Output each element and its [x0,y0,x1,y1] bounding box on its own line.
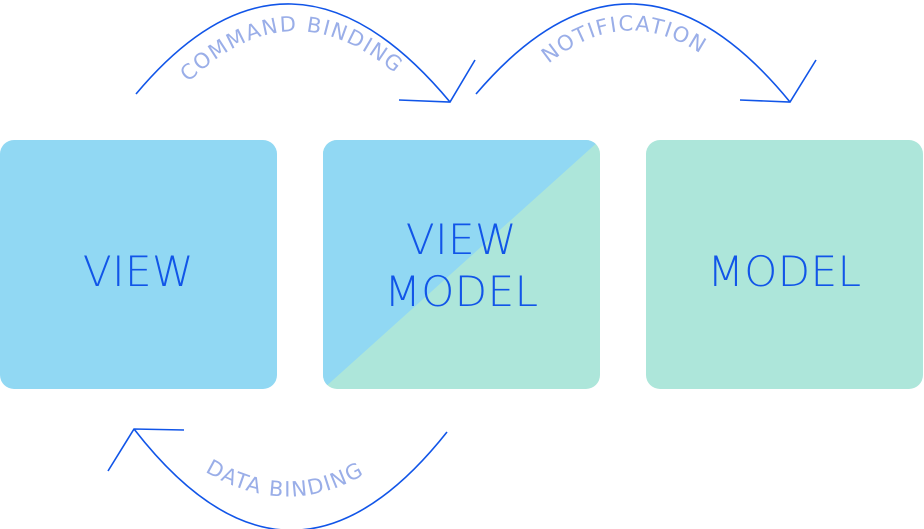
notification-label: NOTIFICATION [537,11,711,67]
command-binding-arrowhead [398,59,476,103]
model-box: MODEL [646,140,923,389]
notification-arc [475,3,791,103]
viewmodel-label-line1: VIEW [405,215,518,264]
notification-text: NOTIFICATION [537,11,710,67]
view-box: VIEW [0,140,277,389]
command-binding-label: COMMAND BINDING [175,12,407,86]
viewmodel-diagonal-fill [323,140,600,389]
data-binding-arrowhead [107,428,185,472]
view-label: VIEW [82,247,195,296]
command-binding-arc [135,3,451,103]
viewmodel-box: VIEW MODEL [323,140,600,389]
viewmodel-label-line2: MODEL [384,267,539,316]
command-binding-arrow [135,3,476,103]
notification-arrowhead [739,59,817,103]
data-binding-arc [133,428,448,529]
data-binding-text: DATA BINDING [202,455,366,502]
model-label: MODEL [707,247,862,296]
command-binding-text: COMMAND BINDING [175,12,406,86]
data-binding-arrow [107,428,448,529]
data-binding-label: DATA BINDING [202,455,367,502]
notification-arrow [475,3,817,103]
